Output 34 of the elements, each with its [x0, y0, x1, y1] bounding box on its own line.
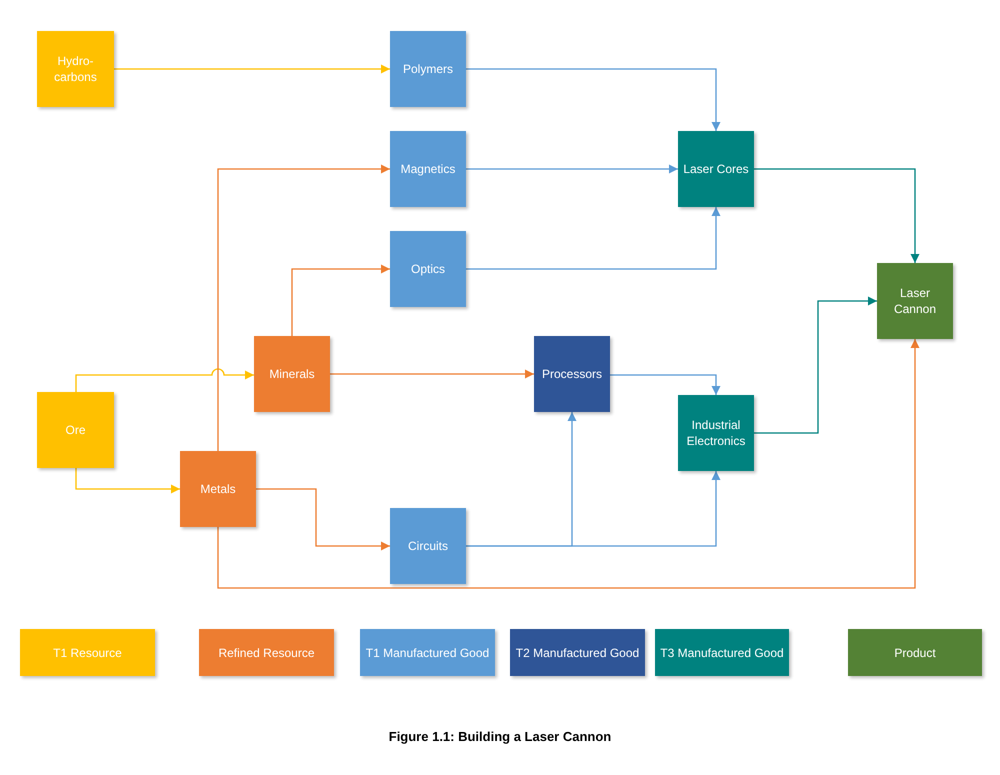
arrow — [466, 207, 721, 270]
arrow — [291, 264, 390, 336]
process-box: Laser Cores — [678, 131, 754, 207]
process-box: Metals — [180, 451, 256, 527]
arrow — [256, 488, 390, 551]
legend-item: T2 Manufactured Good — [510, 629, 645, 676]
process-box: Polymers — [390, 31, 466, 107]
legend-item: T3 Manufactured Good — [655, 629, 789, 676]
arrow — [754, 168, 920, 263]
arrow — [610, 374, 721, 395]
process-box: Industrial Electronics — [678, 395, 754, 471]
arrow — [330, 369, 534, 379]
arrow — [217, 164, 390, 451]
process-box: Ore — [37, 392, 114, 468]
arrow — [114, 64, 390, 74]
arrow — [75, 468, 180, 494]
arrow — [75, 368, 254, 392]
process-box: Circuits — [390, 508, 466, 584]
process-box: Processors — [534, 336, 610, 412]
process-box: Hydro- carbons — [37, 31, 114, 107]
figure-caption: Figure 1.1: Building a Laser Cannon — [388, 728, 612, 746]
process-box: Laser Cannon — [877, 263, 953, 339]
arrow — [466, 164, 678, 174]
legend-item: T1 Manufactured Good — [360, 629, 495, 676]
arrow — [217, 339, 920, 589]
arrow — [754, 296, 877, 434]
process-box: Minerals — [254, 336, 330, 412]
process-box: Magnetics — [390, 131, 466, 207]
arrow — [466, 68, 721, 131]
process-box: Optics — [390, 231, 466, 307]
legend-item: Refined Resource — [199, 629, 334, 676]
legend-item: T1 Resource — [20, 629, 155, 676]
arrow — [466, 471, 721, 547]
legend-item: Product — [848, 629, 982, 676]
